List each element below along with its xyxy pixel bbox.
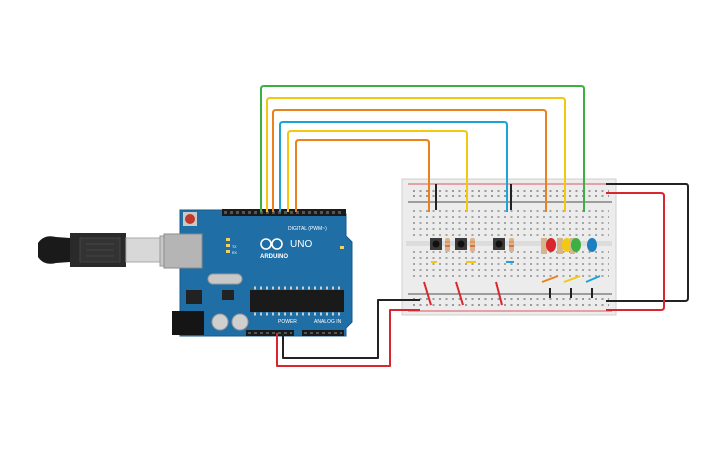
capacitor: [211, 313, 229, 331]
power-wires[interactable]: [276, 183, 689, 367]
analog-header-label: ANALOG IN: [314, 319, 342, 325]
arduino-infinity-logo-icon: [260, 238, 283, 250]
terminal-holes-bottom[interactable]: [413, 251, 609, 277]
rx-label: RX: [232, 251, 238, 255]
wire-yellow-1[interactable]: [266, 97, 566, 212]
arduino-logo-text: ARDUINO: [260, 254, 288, 260]
usb-port: [163, 233, 203, 269]
wire-orange-1[interactable]: [272, 109, 547, 212]
pushbutton-2[interactable]: [455, 238, 467, 250]
pushbutton-3[interactable]: [493, 238, 505, 250]
voltage-regulator: [186, 290, 202, 304]
wire-rail-black[interactable]: [606, 183, 689, 302]
power-header[interactable]: [246, 330, 294, 336]
resistor-1[interactable]: [445, 238, 450, 252]
resistor-3[interactable]: [509, 238, 514, 252]
wire-blue[interactable]: [279, 121, 508, 212]
status-leds: [226, 238, 344, 253]
reset-button-cap[interactable]: [185, 214, 195, 224]
led-green[interactable]: [570, 238, 581, 254]
wire-orange-2[interactable]: [295, 139, 430, 212]
wire-yellow-2[interactable]: [287, 130, 468, 212]
pushbutton-1[interactable]: [430, 238, 442, 250]
crystal: [207, 273, 243, 285]
led-blue[interactable]: [587, 238, 597, 252]
arduino-uno-board[interactable]: DIGITAL (PWM~) UNO ARDUINO POWER ANALOG …: [163, 209, 353, 337]
tx-label: TX: [232, 245, 237, 249]
chip-pins: [254, 286, 340, 316]
terminal-holes-top[interactable]: [413, 210, 609, 236]
wire-gnd-black[interactable]: [282, 299, 420, 359]
power-header-label: POWER: [278, 319, 297, 325]
wire-green[interactable]: [260, 85, 585, 212]
small-ic: [222, 290, 234, 300]
resistor-2[interactable]: [470, 238, 475, 252]
capacitor: [231, 313, 249, 331]
led-yellow[interactable]: [557, 238, 572, 254]
wire-5v-red[interactable]: [276, 309, 420, 367]
atmega-chip: [250, 290, 344, 312]
wire-rail-red[interactable]: [606, 192, 665, 311]
power-jack: [172, 311, 204, 335]
signal-wires[interactable]: [260, 85, 585, 212]
breadboard-jumpers[interactable]: [423, 184, 601, 306]
led-red[interactable]: [541, 238, 556, 254]
digital-header-label: DIGITAL (PWM~): [288, 226, 327, 232]
board-model-label: UNO: [290, 239, 312, 250]
